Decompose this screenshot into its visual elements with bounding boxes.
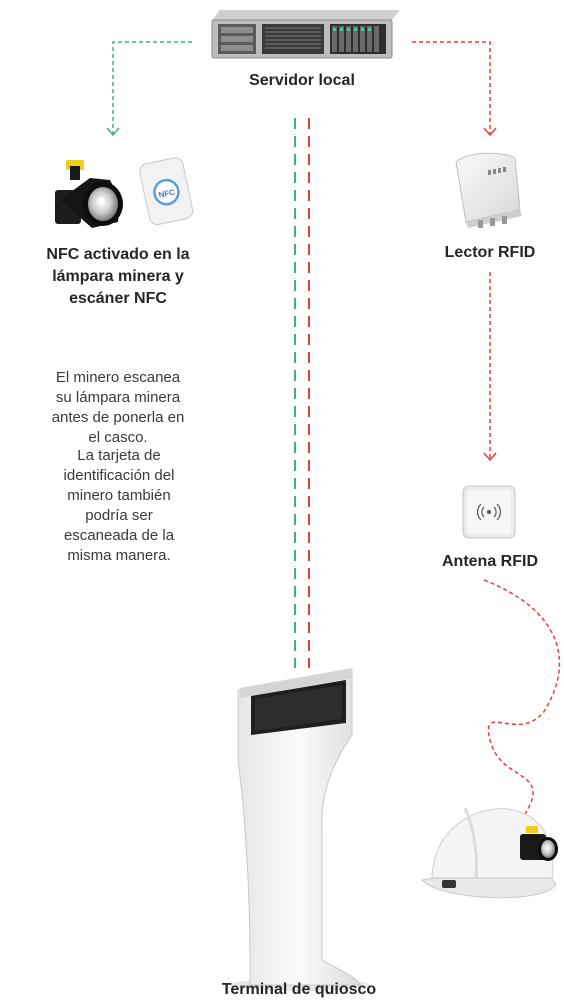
description-paragraph-2: La tarjeta de identificación del minero … [63,447,175,564]
kiosk-label: Terminal de quiosco [221,981,377,998]
connector-antenna-to-helmet [483,579,561,839]
nfc-label: NFC activado en la lámpara minera y escá… [46,246,190,307]
rack-server-icon [211,10,400,59]
rfid-antenna-icon [462,485,516,539]
server-label: Servidor local [249,72,355,89]
svg-text:NFC: NFC [158,187,176,199]
connector-server-to-kiosk [294,118,310,668]
rfid-reader-label: Lector RFID [444,244,536,261]
rfid-reader-icon [455,152,522,228]
connector-server-to-rfid-reader [412,41,497,137]
arrow-down-icon [106,127,120,137]
miner-lamp-icon [55,160,123,228]
kiosk-terminal-icon [230,668,370,991]
description-paragraph-1: El minero escanea su lámpara minera ante… [51,369,185,446]
nfc-scanner-icon: NFC [139,157,194,226]
arrow-down-icon [483,127,497,137]
helmet-with-lamp-icon [421,807,558,899]
connector-server-to-nfc [106,41,192,137]
connector-reader-to-antenna [483,272,497,462]
arrow-down-icon [483,452,497,462]
rfid-antenna-label: Antena RFID [442,553,538,570]
